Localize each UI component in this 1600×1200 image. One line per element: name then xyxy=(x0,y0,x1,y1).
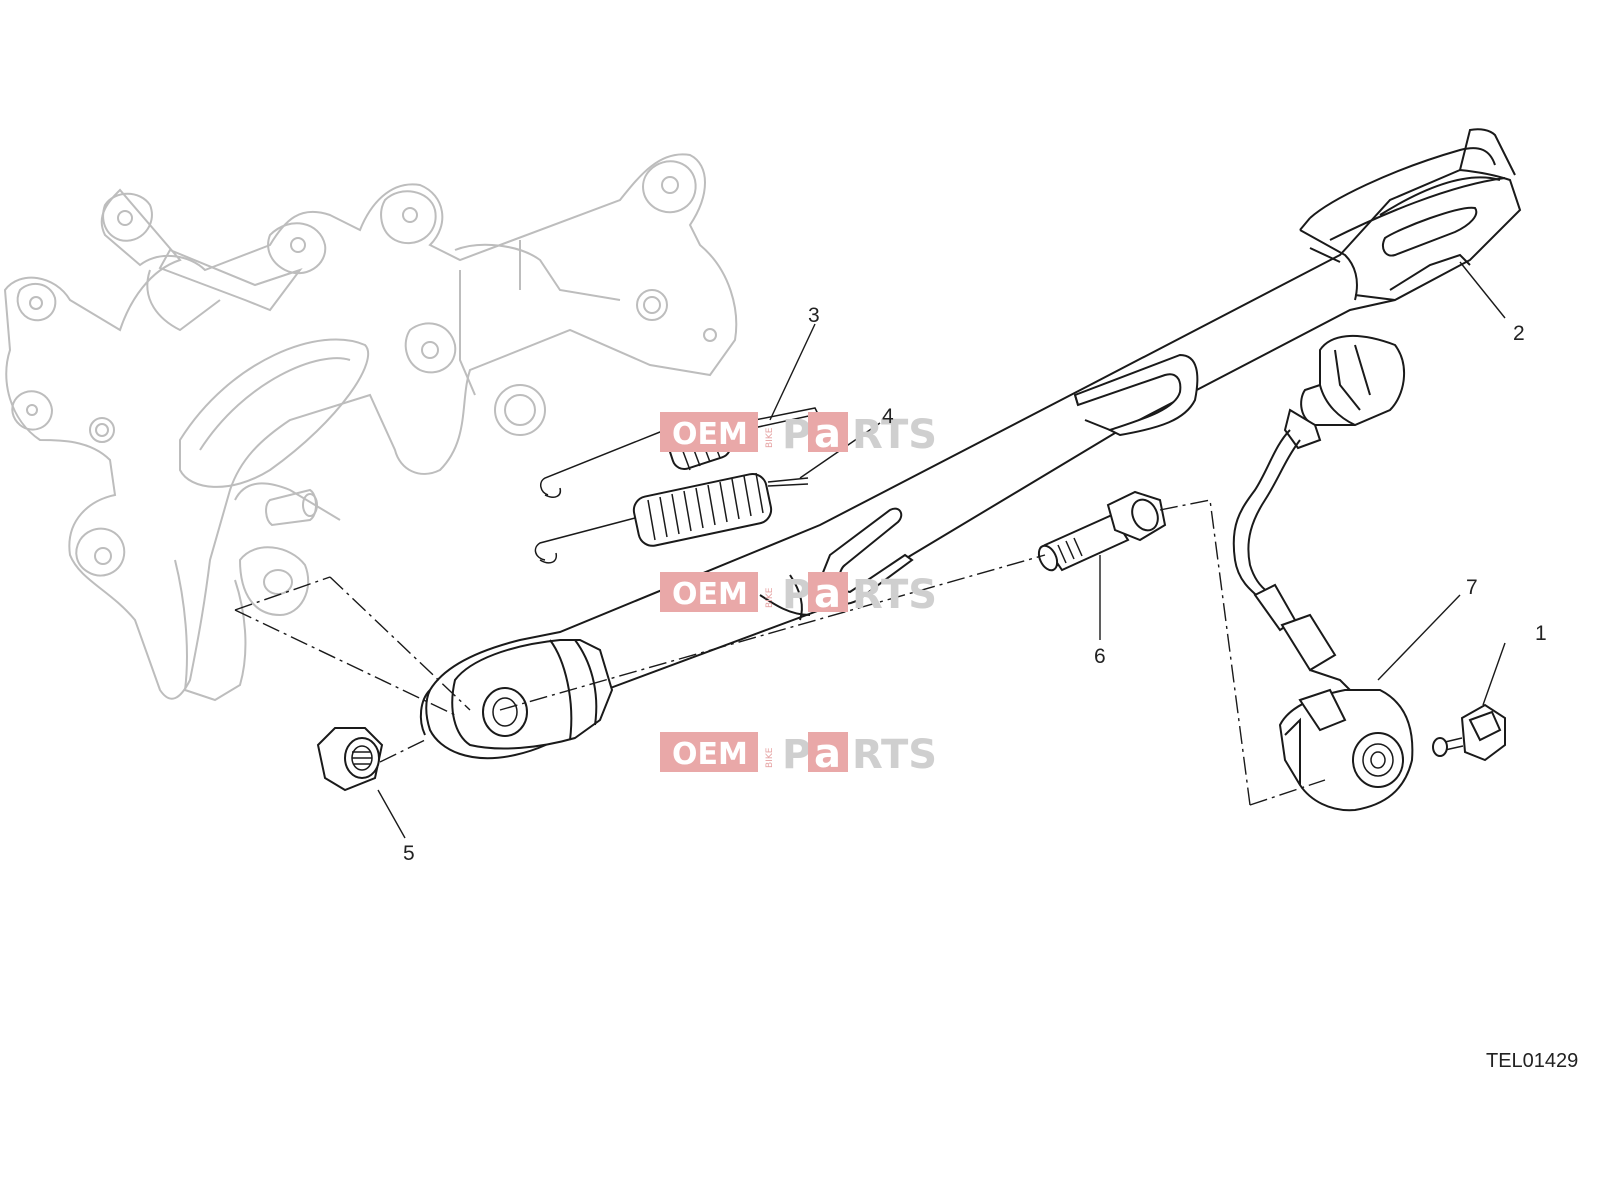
watermark-oem-text: OEM xyxy=(672,417,748,452)
frame-bracket xyxy=(3,153,738,702)
watermark-top: OEM BIKE P a RTS xyxy=(660,411,937,458)
watermark-rts-text: RTS xyxy=(852,412,937,458)
watermark-rts-text: RTS xyxy=(852,572,937,618)
callout-2[interactable]: 2 xyxy=(1513,322,1525,345)
leader-lines xyxy=(377,261,1506,839)
watermark-bike-text: BIKE xyxy=(765,427,775,448)
leader-2 xyxy=(1459,261,1506,319)
watermark-oem-text: OEM xyxy=(672,737,748,772)
pivot-pin xyxy=(1037,490,1167,572)
watermark-a-text: a xyxy=(814,571,841,617)
watermark-oem-text: OEM xyxy=(672,577,748,612)
spring-long xyxy=(534,472,809,564)
watermark-bottom: OEM BIKE P a RTS xyxy=(660,731,937,778)
nut xyxy=(316,727,384,792)
callout-3[interactable]: 3 xyxy=(808,304,820,327)
watermark-p-text: P xyxy=(782,732,811,778)
watermark-p-text: P xyxy=(782,572,811,618)
watermark-p-text: P xyxy=(782,412,811,458)
leader-3 xyxy=(769,323,816,421)
watermark-a-text: a xyxy=(814,411,841,457)
watermark-bike-text: BIKE xyxy=(765,747,775,768)
callout-4[interactable]: 4 xyxy=(882,405,894,428)
watermark-bike-text: BIKE xyxy=(765,587,775,608)
callout-5[interactable]: 5 xyxy=(403,842,415,865)
callout-6[interactable]: 6 xyxy=(1094,645,1106,668)
watermark-middle: OEM BIKE P a RTS xyxy=(660,571,937,618)
side-stand xyxy=(419,128,1522,760)
watermark-a-text: a xyxy=(814,731,841,777)
leader-5 xyxy=(377,789,406,839)
drawing-code: TEL01429 xyxy=(1486,1050,1578,1072)
leader-7 xyxy=(1377,594,1461,681)
assembly-lines xyxy=(234,499,1326,806)
bolt xyxy=(1432,703,1506,762)
leader-1 xyxy=(1482,642,1506,706)
sidestand-sensor xyxy=(1232,334,1414,812)
callout-1[interactable]: 1 xyxy=(1535,622,1547,645)
watermark-rts-text: RTS xyxy=(852,732,937,778)
callout-7[interactable]: 7 xyxy=(1466,576,1478,599)
